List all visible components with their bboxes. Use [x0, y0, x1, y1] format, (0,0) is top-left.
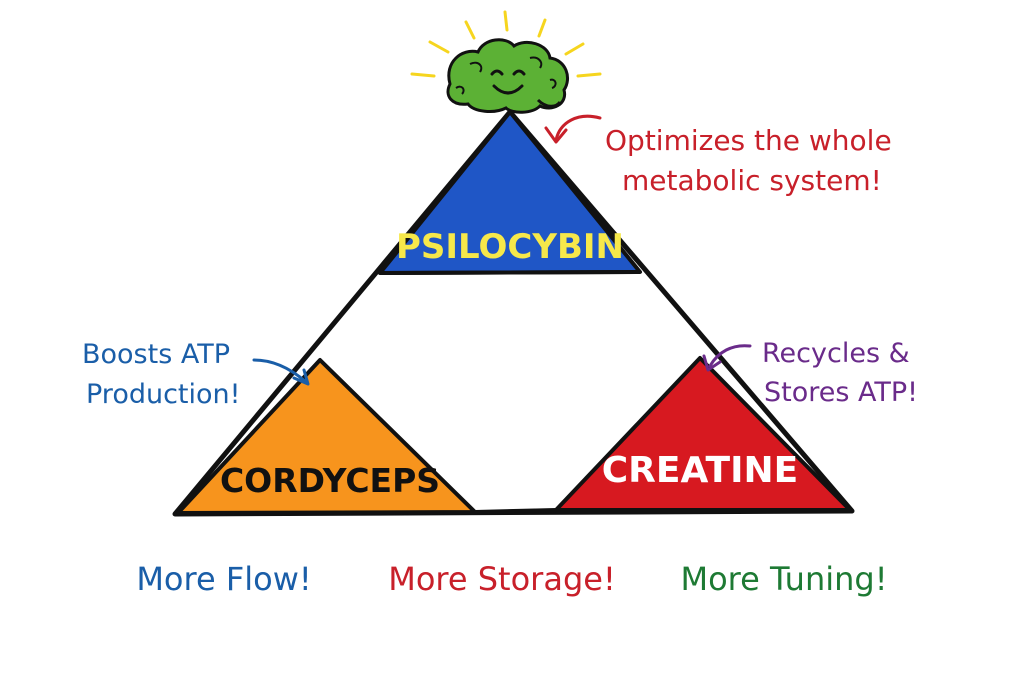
cordyceps-triangle — [176, 358, 477, 515]
inner-top-edge — [379, 270, 641, 275]
right-annotation-line-2: Stores ATP! — [764, 377, 918, 408]
left-annotation-line-2: Production! — [86, 379, 240, 410]
top-annotation-line-2: metabolic system! — [622, 164, 882, 197]
right-annotation-line-1: Recycles & — [762, 338, 910, 369]
top-annotation: Optimizes the whole metabolic system! — [544, 114, 892, 197]
left-annotation-line-1: Boosts ATP — [82, 339, 230, 370]
footer-more-storage: More Storage! — [388, 560, 616, 598]
left-annotation: Boosts ATP Production! — [82, 339, 310, 410]
left-annotation-arrow-icon — [252, 358, 308, 384]
right-annotation-arrowhead-icon — [702, 354, 722, 372]
top-annotation-arrow-icon — [554, 114, 602, 142]
sun-rays-icon — [410, 10, 602, 78]
cordyceps-label: CORDYCEPS — [220, 461, 440, 500]
creatine-triangle — [554, 356, 852, 512]
inner-bottom-edge — [474, 508, 557, 514]
right-annotation-arrow-icon — [708, 344, 752, 368]
left-annotation-arrowhead-icon — [292, 368, 310, 386]
psilocybin-label: PSILOCYBIN — [396, 227, 624, 267]
top-annotation-arrowhead-icon — [544, 126, 568, 144]
top-annotation-line-1: Optimizes the whole — [605, 124, 892, 157]
smiling-brain-icon — [446, 38, 569, 114]
footer-more-flow: More Flow! — [136, 560, 311, 598]
footer-more-tuning: More Tuning! — [680, 560, 887, 598]
right-annotation: Recycles & Stores ATP! — [702, 338, 918, 408]
creatine-label: CREATINE — [602, 450, 798, 491]
